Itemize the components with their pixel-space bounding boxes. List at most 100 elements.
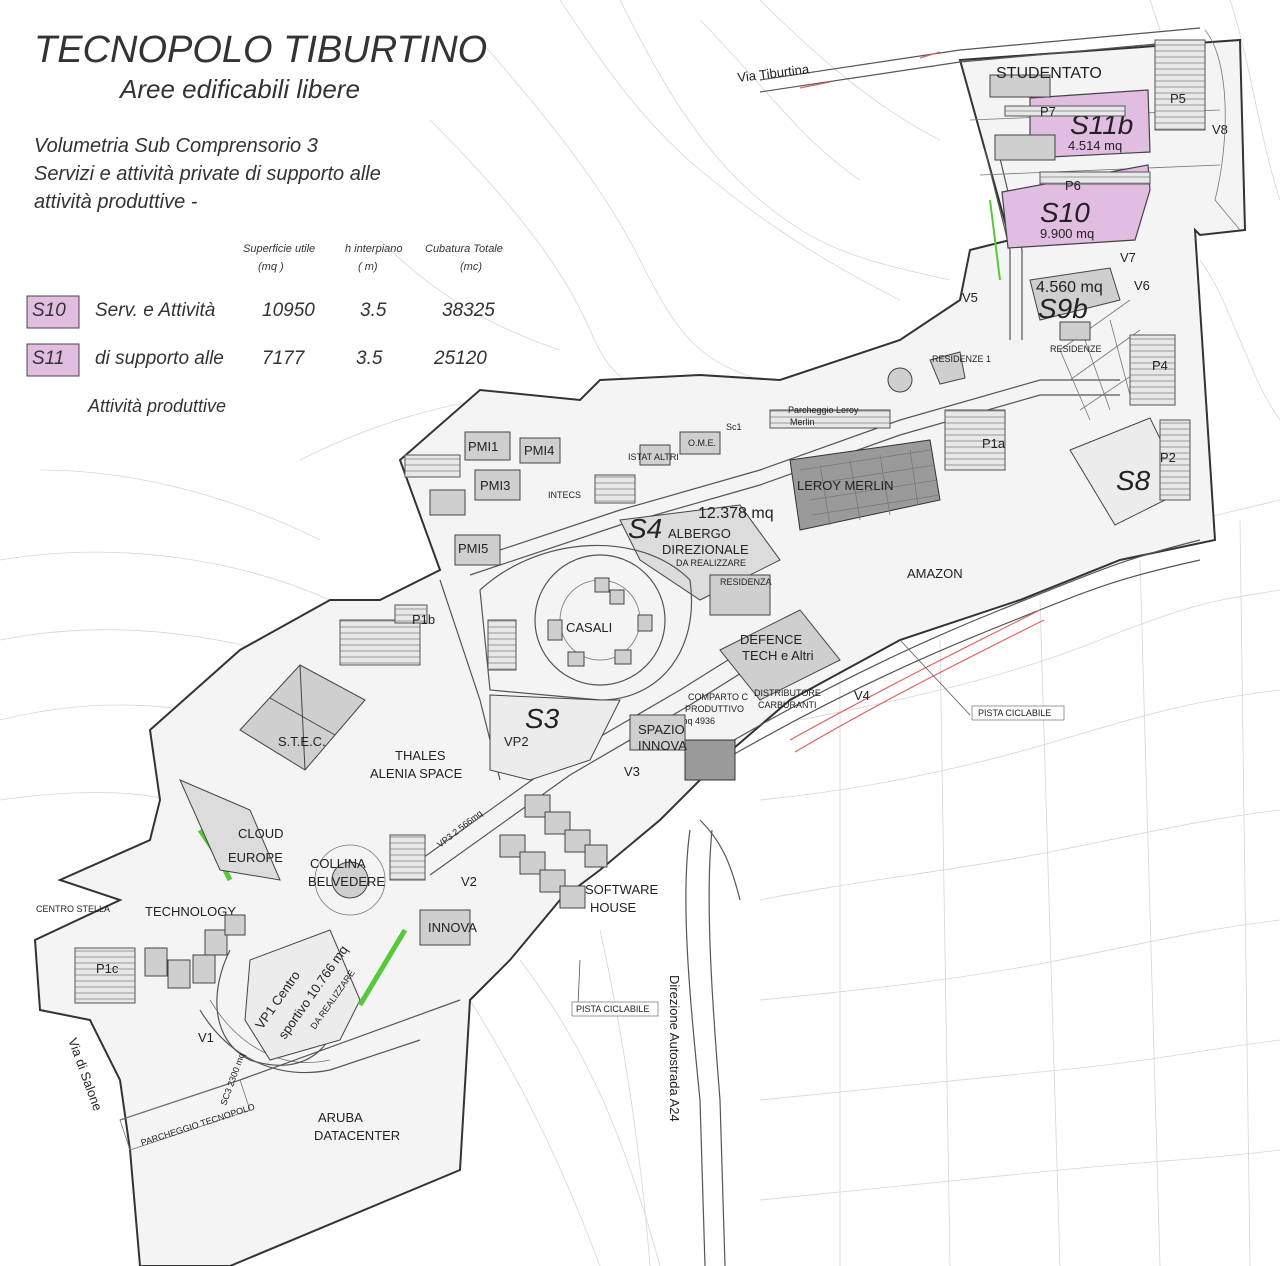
via-di-salone-label: Via di Salone [65,1036,105,1113]
aruba-label-1: ARUBA [318,1110,363,1125]
parking-p5-label: P5 [1170,91,1186,106]
collina-label-2: BELVEDERE [308,874,385,889]
defence-label-2: TECH e Altri [742,648,814,663]
centro-stella-label: CENTRO STELLA [36,904,110,914]
spazio-innova-building [629,714,686,751]
leroy-parking-label-1: Parcheggio Leroy [788,405,859,415]
road-v2-label: V2 [461,874,477,889]
technology-label: TECHNOLOGY [145,904,236,919]
spazio-label-1: SPAZIO [638,722,685,737]
residenze-1-label: RESIDENZE 1 [932,354,991,364]
casali-parking [487,619,517,671]
legend-h-s10: 3.5 [360,300,387,321]
leroy-merlin-label: LEROY MERLIN [797,478,894,493]
studentato-label: STUDENTATO [996,65,1102,82]
lot-s10-label: S10 [1040,197,1090,228]
autostrada-label: Direzione Autostrada A24 [667,975,682,1122]
legend-table: Superficie utile (mq ) h interpiano ( m)… [26,243,503,416]
road-network [119,27,1221,1266]
via-tiburtina-label: Via Tiburtina [737,61,811,85]
pista-ciclabile-1-label: PISTA CICLABILE [978,708,1051,718]
residenza-s4-building [709,574,771,616]
legend-col-h-1: h interpiano [345,243,403,255]
lot-s3-label: S3 [525,703,560,734]
legend-code-s10: S10 [32,300,66,321]
map-subtitle: Aree edificabili libere [118,74,360,104]
lot-s3: S3 VP2 [489,694,621,781]
software-house-area: SOFTWARE HOUSE INNOVA [419,794,659,946]
thales-label-1: THALES [395,748,446,763]
pmi-cluster: PMI1 PMI4 PMI3 PMI5 INTECS ISTAT ALTRI O… [404,422,742,566]
leroy-merlin-building [789,439,941,531]
comparto-building [684,739,736,781]
lot-s4-area: 12.378 mq [698,505,774,522]
intecs-building [429,489,466,516]
cloud-europe-area: CLOUD EUROPE COLLINA BELVEDERE V2 [179,779,477,916]
parking-p6-label: P6 [1065,178,1081,193]
south-east-buildings: DEFENCE TECH e Altri COMPARTO C PRODUTTI… [624,609,870,781]
road-vp2-label: VP2 [504,734,529,749]
legend-col-superficie-1: Superficie utile [243,243,315,255]
map-title: TECNOPOLO TIBURTINO [34,29,487,71]
collina-label-1: COLLINA [310,856,366,871]
residenze-label: RESIDENZE [1050,344,1102,354]
parking-p5 [1154,39,1206,131]
intecs-label: INTECS [548,490,581,500]
road-v4-label: V4 [854,688,870,703]
parking-p1c-label: P1c [96,961,119,976]
pmi1-label: PMI1 [468,439,498,454]
aruba-label-2: DATACENTER [314,1128,400,1143]
parking-p1b [394,604,428,624]
defence-label-1: DEFENCE [740,632,802,647]
casali-circle: CASALI [479,544,692,701]
parking-p2-label: P2 [1160,450,1176,465]
legend-swatch-s10 [26,295,80,329]
pmi1-building [464,431,511,461]
comparto-label-1: COMPARTO C [688,692,749,702]
lot-s11b-area: 4.514 mq [1068,138,1122,153]
parking-p1a [944,409,1006,471]
road-v3-label: V3 [624,764,640,779]
innova-building [419,909,471,946]
pmi5-building [454,534,501,566]
legend-col-superficie-2: (mq ) [258,261,284,273]
pmi-parking [404,454,461,478]
thales-label-2: ALENIA SPACE [370,766,463,781]
lot-vp1 [244,929,361,1061]
legend-cubatura-s11: 25120 [433,348,487,369]
description-line-3: attività produttive - [34,191,198,213]
software-label-1: SOFTWARE [585,882,659,897]
description-line-2: Servizi e attività private di supporto a… [34,163,381,185]
parking-p4-label: P4 [1152,358,1168,373]
lot-s4-label: S4 [628,513,662,544]
amazon-label: AMAZON [907,566,963,581]
sc1-label: Sc1 [726,422,742,432]
road-v1-label: V1 [198,1030,214,1045]
comparto-label-2: PRODUTTIVO [685,704,744,714]
parking-p1a-label: P1a [982,436,1006,451]
collina-parking [389,834,426,881]
lot-s10-area: 9.900 mq [1040,226,1094,241]
stec-parking [339,619,421,666]
software-label-2: HOUSE [590,900,637,915]
leroy-parking-label-2: Merlin [790,417,815,427]
distributore-label-1: DISTRIBUTORE [754,688,821,698]
legend-label-s10: Serv. e Attività [95,300,215,321]
pmi3-label: PMI3 [480,478,510,493]
lot-s4: 12.378 mq S4 ALBERGO DIREZIONALE DA REAL… [619,504,781,616]
lot-s4-line1: ALBERGO [668,526,731,541]
istat-building [639,444,671,466]
ome-label: O.M.E. [688,438,716,448]
pmi4-label: PMI4 [524,443,554,458]
legend-col-h-2: ( m) [358,261,378,273]
lot-s9b-area: 4.560 mq [1036,279,1103,296]
residenze-building [1059,321,1091,341]
casali-label: CASALI [566,620,612,635]
residenza-s4-label: RESIDENZA [720,577,772,587]
leroy-merlin-area: Parcheggio Leroy Merlin LEROY MERLIN AMA… [769,405,963,581]
studentato-building [989,74,1051,98]
lot-s8-label: S8 [1116,465,1151,496]
lot-s9b [1029,267,1121,321]
stec-label: S.T.E.C. [278,734,326,749]
